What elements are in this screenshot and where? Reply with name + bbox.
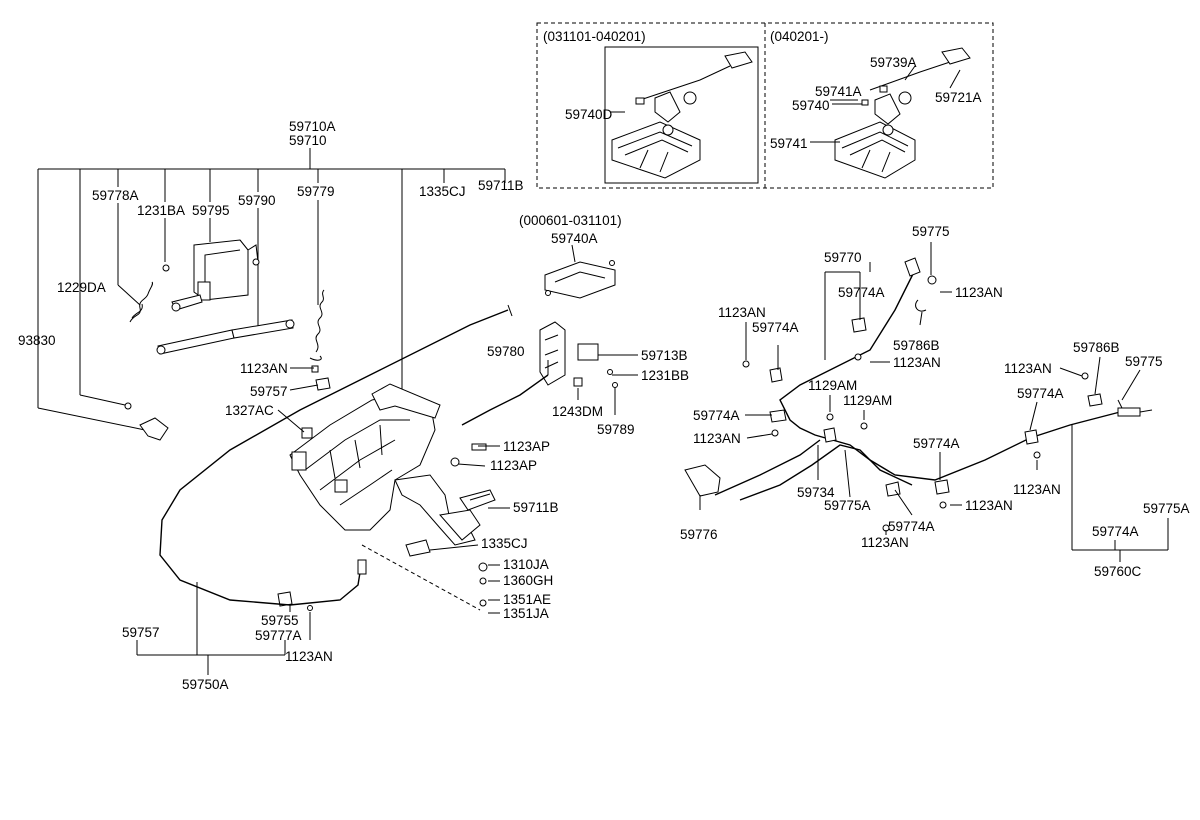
label-1310JA: 1310JA (503, 557, 549, 572)
rear-cables (714, 257, 1153, 501)
label-59774A-d: 59774A (693, 408, 740, 423)
label-59774A-a: 59774A (838, 285, 885, 300)
label-1327AC: 1327AC (225, 403, 274, 418)
lever-assembly-59780 (461, 321, 618, 426)
label-1123AN-i: 1123AN (965, 498, 1013, 513)
label-59775A-b: 59775A (1143, 501, 1190, 516)
inset-left-mechanism (611, 51, 753, 179)
label-59740D: 59740D (565, 107, 613, 122)
label-59710A: 59710A (289, 119, 336, 134)
label-59776: 59776 (680, 527, 718, 542)
label-59739A: 59739A (870, 55, 917, 70)
label-59786B-b: 59786B (1073, 340, 1120, 355)
label-59711B-top: 59711B (478, 178, 524, 193)
label-59757-a: 59757 (250, 384, 288, 399)
label-59721A: 59721A (935, 90, 982, 105)
rear-clips (684, 275, 1123, 532)
label-1123AP-a: 1123AP (503, 439, 550, 454)
label-59777A: 59777A (255, 628, 302, 643)
label-1123AN-h: 1123AN (1013, 482, 1061, 497)
label-1123AN-a: 1123AN (240, 361, 288, 376)
label-59795: 59795 (192, 203, 230, 218)
label-1123AN-g: 1123AN (693, 431, 741, 446)
label-1129AM-a: 1129AM (808, 378, 857, 393)
label-59775A-a: 59775A (824, 498, 871, 513)
label-59775-a: 59775 (912, 224, 950, 239)
inset-left-inner-box (604, 46, 759, 184)
label-1231BA: 1231BA (137, 203, 185, 218)
bracket-59740A (544, 260, 616, 299)
label-1351JA: 1351JA (503, 606, 549, 621)
springs (129, 281, 325, 361)
label-59741A: 59741A (815, 84, 862, 99)
label-59775-b: 59775 (1125, 354, 1163, 369)
ratchet-unit (171, 239, 260, 312)
label-1129AM-b: 1129AM (843, 393, 892, 408)
label-1123AN-b: 1123AN (285, 649, 333, 664)
inset-left-title: (031101-040201) (543, 29, 646, 44)
label-1335CJ-top: 1335CJ (419, 184, 466, 199)
label-93830: 93830 (18, 333, 56, 348)
fasteners-left (124, 264, 331, 611)
label-59740A: 59740A (551, 231, 598, 246)
label-59770: 59770 (824, 250, 862, 265)
gas-strut (156, 319, 295, 355)
label-59789: 59789 (597, 422, 635, 437)
inset-right-title: (040201-) (770, 29, 829, 44)
part-labels: 59740D 59739A 59741A 59740 59721A 59741 … (18, 55, 1190, 692)
label-59713B: 59713B (641, 348, 688, 363)
label-59757-b: 59757 (122, 625, 160, 640)
label-59740: 59740 (792, 98, 830, 113)
cable-front (159, 304, 513, 606)
label-1360GH: 1360GH (503, 573, 553, 588)
label-1123AN-f: 1123AN (1004, 361, 1052, 376)
brake-pedal-assembly (289, 383, 496, 557)
hardware-stack-right (361, 544, 488, 611)
label-59774A-e: 59774A (913, 436, 960, 451)
label-59741: 59741 (770, 136, 808, 151)
inset-right-mechanism (834, 47, 971, 179)
label-tree-59710 (37, 148, 506, 431)
label-59786B-a: 59786B (893, 338, 940, 353)
label-59750A: 59750A (182, 677, 229, 692)
label-59774A-b: 59774A (752, 320, 799, 335)
label-1351AE: 1351AE (503, 592, 551, 607)
label-59710: 59710 (289, 133, 327, 148)
label-1123AN-c: 1123AN (955, 285, 1003, 300)
leader-lines (136, 65, 1169, 675)
label-1123AP-b: 1123AP (490, 458, 537, 473)
inset-box-group: (031101-040201) (040201-) (536, 22, 994, 189)
inset-mid-title: (000601-031101) (519, 213, 622, 228)
label-1231BB: 1231BB (641, 368, 689, 383)
label-59779: 59779 (297, 184, 335, 199)
label-59760C: 59760C (1094, 564, 1142, 579)
label-59774A-g: 59774A (1092, 524, 1139, 539)
label-59711B-b: 59711B (513, 500, 559, 515)
label-59790: 59790 (238, 193, 276, 208)
label-59734: 59734 (797, 485, 835, 500)
label-59755: 59755 (261, 613, 299, 628)
label-59780: 59780 (487, 344, 525, 359)
label-1243DM: 1243DM (552, 404, 603, 419)
label-59778A: 59778A (92, 188, 139, 203)
label-59774A-c: 59774A (1017, 386, 1064, 401)
label-1229DA: 1229DA (57, 280, 106, 295)
label-59774A-f: 59774A (888, 519, 935, 534)
label-1123AN-e: 1123AN (893, 355, 941, 370)
label-1123AN-d: 1123AN (718, 305, 766, 320)
label-1123AN-j: 1123AN (861, 535, 909, 550)
label-1335CJ-b: 1335CJ (481, 536, 528, 551)
